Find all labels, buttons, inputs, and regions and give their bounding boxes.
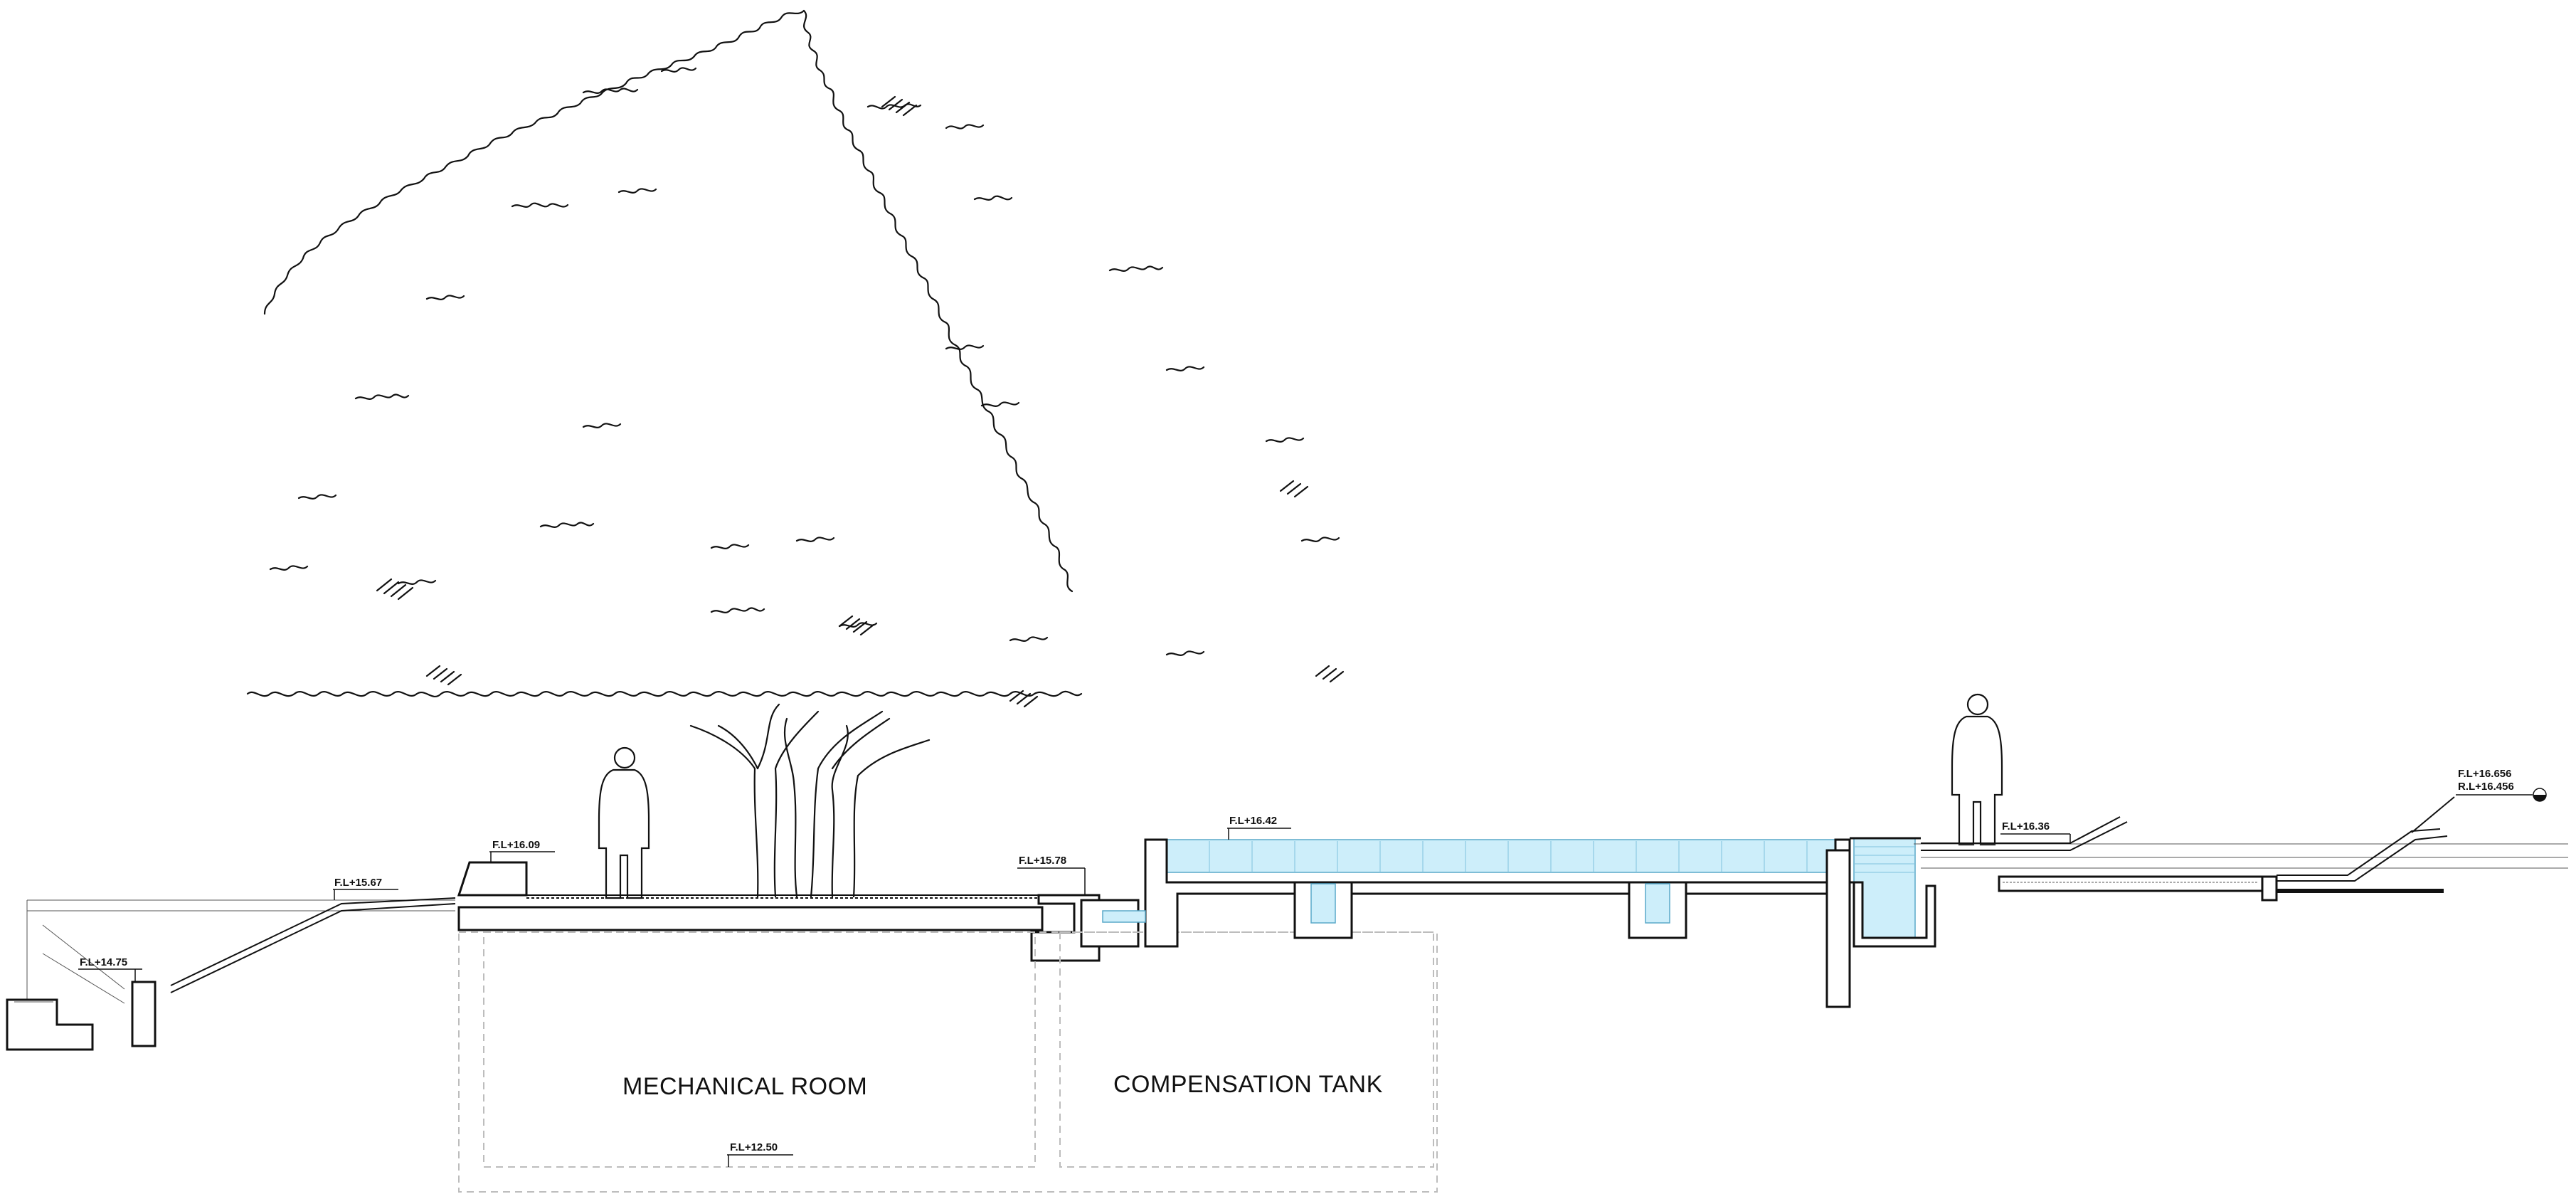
level-label-16-09: F.L+16.09 [492, 839, 540, 851]
level-marker-14-75: F.L+14.75 [78, 956, 142, 982]
level-label-16-42: F.L+16.42 [1229, 815, 1277, 827]
level-marker-12-50: F.L+12.50 [727, 1141, 793, 1167]
tree-canopy [246, 9, 1345, 898]
level-label-15-67: F.L+15.67 [334, 877, 382, 889]
level-marker-16-42: F.L+16.42 [1227, 815, 1291, 840]
level-label-12-50: F.L+12.50 [730, 1141, 778, 1153]
level-marker-15-67: F.L+15.67 [333, 877, 398, 900]
level-marker-15-78: F.L+15.78 [1017, 855, 1086, 895]
mechanical-room-label: MECHANICAL ROOM [622, 1073, 867, 1100]
person-figure-left [598, 746, 650, 899]
compensation-tank-label: COMPENSATION TANK [1113, 1071, 1383, 1098]
person-figure-right [1951, 693, 2003, 846]
mechanical-room-structure [457, 861, 1438, 1193]
pool-structure [1102, 837, 1936, 1008]
level-label-16-36: F.L+16.36 [2002, 820, 2050, 833]
level-label-16-656: F.L+16.656 [2458, 768, 2511, 780]
level-label-rl-16-456: R.L+16.456 [2458, 781, 2514, 793]
level-marker-16-656: F.L+16.656 R.L+16.456 [2456, 768, 2547, 802]
level-label-15-78: F.L+15.78 [1019, 855, 1066, 867]
level-marker-16-09: F.L+16.09 [489, 839, 555, 862]
left-terrain [6, 897, 456, 1051]
level-label-14-75: F.L+14.75 [80, 956, 127, 968]
level-marker-16-36: F.L+16.36 [2000, 820, 2071, 844]
right-terrace [1914, 796, 2568, 902]
